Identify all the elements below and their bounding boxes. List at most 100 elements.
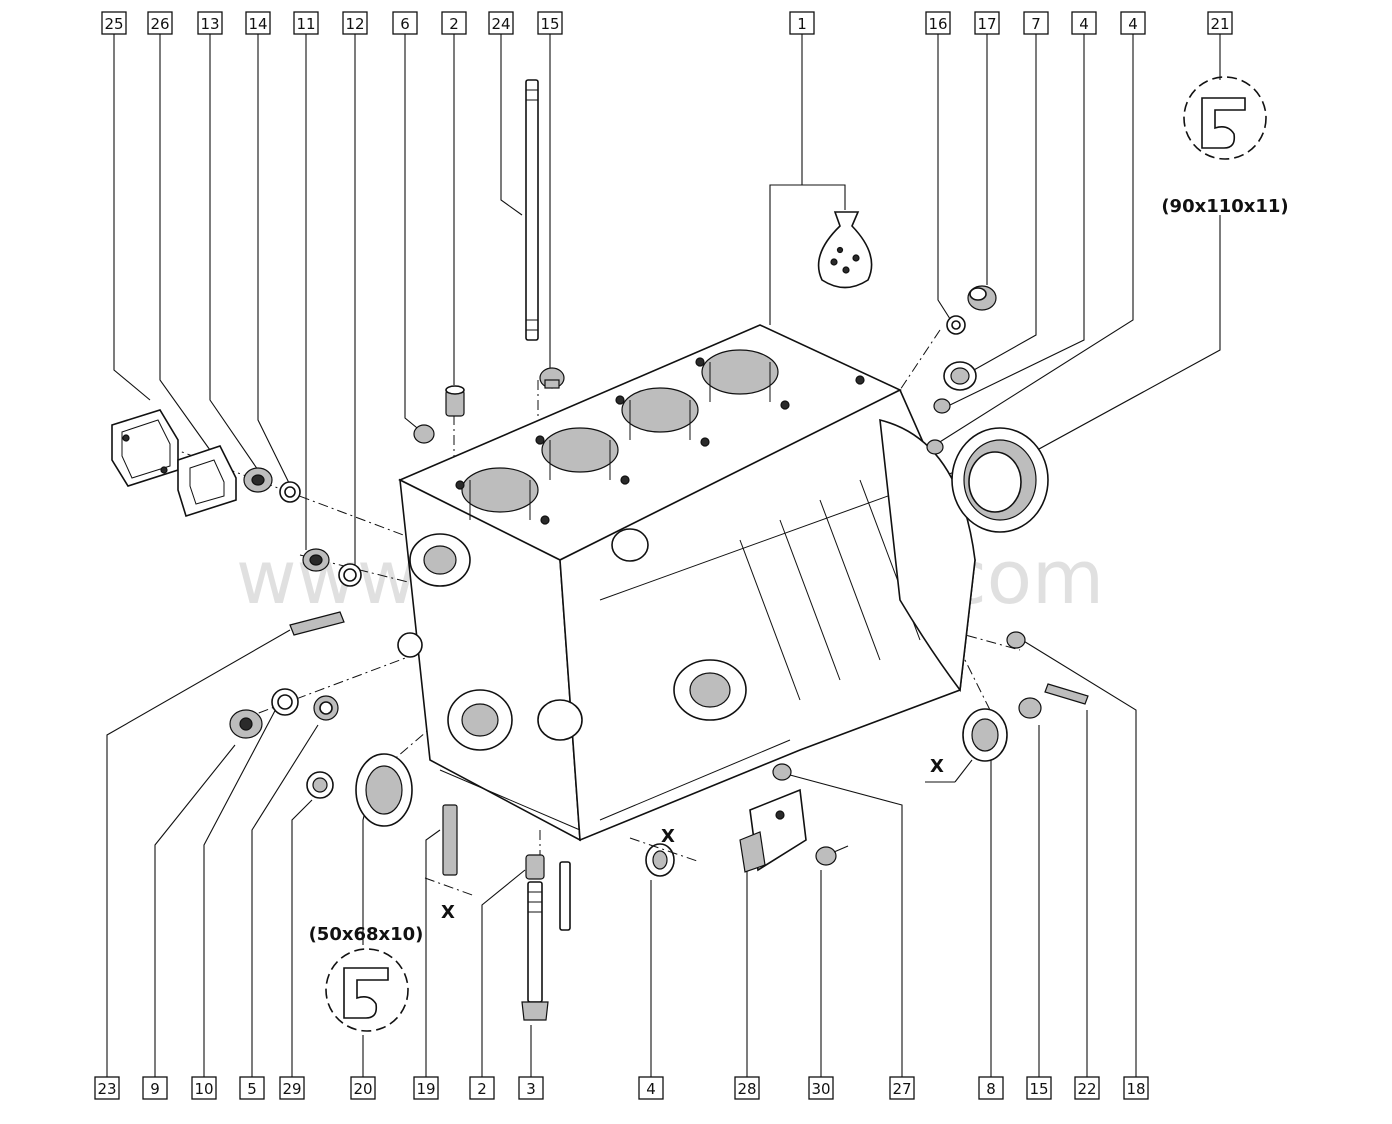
seal-size-small: (50x68x10) [309, 924, 424, 945]
callouts-top: 25 26 13 14 11 12 6 2 24 15 1 16 17 7 4 … [101, 11, 1233, 35]
callout-11[interactable]: 11 [293, 11, 319, 35]
part-10-washer[interactable] [271, 688, 299, 716]
callout-20[interactable]: 20 [350, 1076, 376, 1100]
callout-21[interactable]: 21 [1207, 11, 1233, 35]
svg-text:22: 22 [1077, 1080, 1096, 1098]
callout-14[interactable]: 14 [245, 11, 271, 35]
callout-15[interactable]: 15 [537, 11, 563, 35]
callout-3[interactable]: 3 [518, 1076, 544, 1100]
part-9-plug[interactable] [229, 709, 263, 739]
svg-text:19: 19 [416, 1080, 435, 1098]
callout-6[interactable]: 6 [392, 11, 418, 35]
part-25-cover-plate[interactable] [111, 409, 179, 487]
svg-text:29: 29 [282, 1080, 301, 1098]
svg-text:X: X [661, 826, 675, 847]
cylinder-block [397, 324, 976, 842]
callout-24[interactable]: 24 [488, 11, 514, 35]
svg-text:20: 20 [353, 1080, 372, 1098]
callout-17[interactable]: 17 [974, 11, 1000, 35]
part-2-dowel-top[interactable] [445, 385, 465, 417]
callout-2[interactable]: 2 [441, 11, 467, 35]
svg-text:X: X [441, 902, 455, 923]
svg-text:17: 17 [977, 15, 996, 33]
svg-text:3: 3 [526, 1080, 536, 1098]
seal-detail-large: (90x110x11) [1161, 76, 1289, 217]
callout-25[interactable]: 25 [101, 11, 127, 35]
x-marker-left: X [424, 877, 476, 923]
callout-4b[interactable]: 4 [1120, 11, 1146, 35]
part-14-washer[interactable] [279, 481, 301, 503]
callout-23[interactable]: 23 [94, 1076, 120, 1100]
part-17-plug[interactable] [967, 285, 997, 311]
svg-text:4: 4 [646, 1080, 656, 1098]
callout-26[interactable]: 26 [147, 11, 173, 35]
svg-text:14: 14 [248, 15, 267, 33]
part-20-front-oil-seal[interactable] [355, 753, 413, 827]
part-13-plug[interactable] [243, 467, 273, 493]
svg-text:15: 15 [540, 15, 559, 33]
part-8-seal[interactable] [962, 708, 1008, 762]
part-30-bolt[interactable] [815, 845, 849, 866]
callout-13[interactable]: 13 [197, 11, 223, 35]
part-4-plug-b[interactable] [926, 439, 944, 455]
part-2-dowel-bottom[interactable] [525, 854, 545, 880]
svg-text:23: 23 [97, 1080, 116, 1098]
dowel-rod[interactable] [559, 861, 571, 931]
callout-10[interactable]: 10 [191, 1076, 217, 1100]
seal-detail-small: (50x68x10) [309, 924, 424, 1032]
part-28-bracket[interactable] [739, 788, 807, 873]
callout-8[interactable]: 8 [978, 1076, 1004, 1100]
callout-27[interactable]: 27 [889, 1076, 915, 1100]
part-27-spring[interactable] [772, 763, 792, 781]
svg-text:26: 26 [150, 15, 169, 33]
callout-19[interactable]: 19 [413, 1076, 439, 1100]
part-23-stud[interactable] [289, 611, 345, 636]
part-26-gasket[interactable] [177, 445, 237, 518]
callout-5[interactable]: 5 [239, 1076, 265, 1100]
part-11-plug[interactable] [302, 548, 330, 572]
callout-16[interactable]: 16 [925, 11, 951, 35]
callout-30[interactable]: 30 [808, 1076, 834, 1100]
part-6-nut[interactable] [413, 424, 435, 444]
callout-28[interactable]: 28 [734, 1076, 760, 1100]
svg-text:21: 21 [1210, 15, 1229, 33]
svg-text:30: 30 [811, 1080, 830, 1098]
svg-text:16: 16 [928, 15, 947, 33]
callout-29[interactable]: 29 [279, 1076, 305, 1100]
callout-4a[interactable]: 4 [1071, 11, 1097, 35]
part-29-ring[interactable] [306, 771, 334, 799]
part-4-plug-bottom[interactable] [645, 843, 675, 877]
part-15-plug-top[interactable] [539, 367, 565, 389]
part-22-stud[interactable] [1044, 683, 1089, 705]
svg-text:8: 8 [986, 1080, 996, 1098]
part-16-washer[interactable] [946, 315, 966, 335]
callout-18[interactable]: 18 [1123, 1076, 1149, 1100]
svg-text:5: 5 [247, 1080, 257, 1098]
part-18-sleeve[interactable] [1006, 631, 1026, 649]
part-1-kit-bag[interactable] [817, 211, 873, 289]
svg-text:2: 2 [477, 1080, 487, 1098]
svg-text:24: 24 [491, 15, 510, 33]
part-19-pin[interactable] [442, 804, 458, 876]
callout-22[interactable]: 22 [1074, 1076, 1100, 1100]
part-15-plug-bottom[interactable] [1018, 697, 1042, 719]
svg-text:2: 2 [449, 15, 459, 33]
part-24-long-stud[interactable] [525, 79, 539, 341]
part-7-cup-plug[interactable] [943, 361, 977, 391]
part-21-rear-oil-seal[interactable] [951, 427, 1049, 533]
leader-lines-top [113, 34, 1221, 565]
callout-15b[interactable]: 15 [1026, 1076, 1052, 1100]
callout-4c[interactable]: 4 [638, 1076, 664, 1100]
part-12-washer[interactable] [338, 563, 362, 587]
part-5-seal-ring[interactable] [313, 695, 339, 721]
callout-1[interactable]: 1 [789, 11, 815, 35]
part-3-bolt[interactable] [521, 881, 549, 1021]
svg-text:6: 6 [400, 15, 410, 33]
callout-12[interactable]: 12 [342, 11, 368, 35]
callout-9[interactable]: 9 [142, 1076, 168, 1100]
svg-text:28: 28 [737, 1080, 756, 1098]
part-4-plug-a[interactable] [933, 398, 951, 414]
callout-2b[interactable]: 2 [469, 1076, 495, 1100]
callout-7[interactable]: 7 [1023, 11, 1049, 35]
